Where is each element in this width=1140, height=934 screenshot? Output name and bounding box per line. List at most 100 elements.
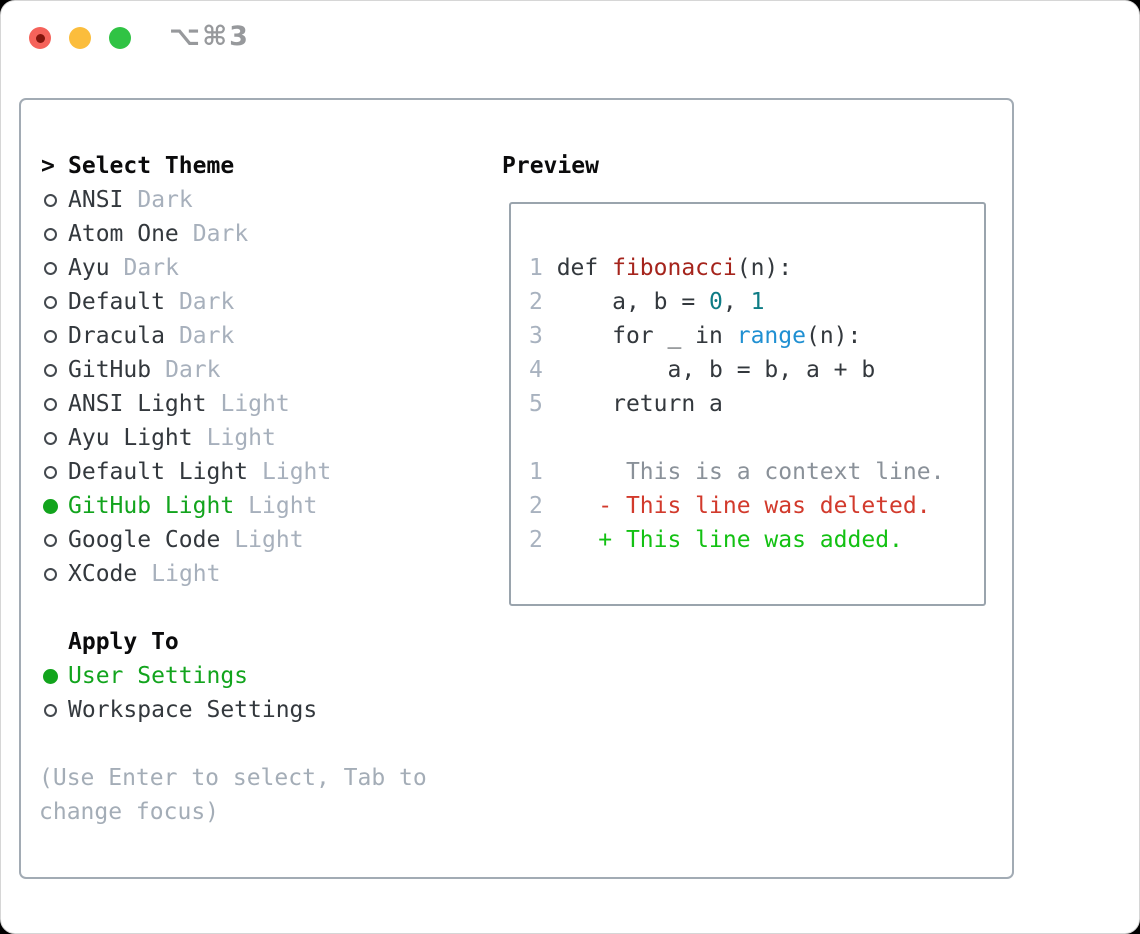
- option-apply-workspace-settings[interactable]: Workspace Settings: [39, 693, 479, 727]
- select-theme-header-row: > Select Theme: [39, 149, 479, 183]
- option-theme-github-light[interactable]: GitHub Light Light: [39, 489, 479, 523]
- circle-icon: [44, 397, 57, 411]
- circle-icon: [44, 295, 57, 309]
- option-theme-default-light[interactable]: Default Light Light: [39, 455, 479, 489]
- variant-tag: Light: [234, 527, 304, 553]
- circle-icon: [44, 533, 57, 547]
- code-segment-code: return a: [556, 391, 723, 417]
- option-label: XCode: [68, 561, 138, 587]
- line-number: 3: [529, 323, 557, 349]
- line-number: 1: [529, 255, 557, 281]
- radio-icon: [39, 227, 68, 241]
- radio-selected-icon: [39, 498, 68, 514]
- variant-tag: Light: [220, 391, 290, 417]
- circle-icon: [44, 227, 57, 241]
- option-label: ANSI: [68, 187, 124, 213]
- circle-icon: [44, 567, 57, 581]
- radio-icon: [39, 431, 68, 445]
- option-label: Google Code: [68, 527, 221, 553]
- option-label: GitHub: [68, 357, 152, 383]
- circle-icon: [44, 329, 57, 343]
- radio-icon: [39, 465, 68, 479]
- option-apply-user-settings[interactable]: User Settings: [39, 659, 479, 693]
- option-label: Dracula: [68, 323, 165, 349]
- code-segment-code: def: [556, 255, 613, 281]
- variant-tag: Light: [262, 459, 332, 485]
- option-theme-dracula[interactable]: Dracula Dark: [39, 319, 479, 353]
- option-label: Atom One: [68, 221, 179, 247]
- line-number: 1: [529, 459, 557, 485]
- variant-tag: Dark: [165, 357, 221, 383]
- option-theme-google-code[interactable]: Google Code Light: [39, 523, 479, 557]
- minimize-button[interactable]: [69, 27, 91, 49]
- variant-tag: Dark: [123, 255, 179, 281]
- option-label: GitHub Light: [68, 493, 235, 519]
- preview-line: 4 a, b = b, a + b: [529, 353, 984, 387]
- close-dot-icon: [35, 33, 45, 43]
- preview-line: 3 for _ in range(n):: [529, 319, 984, 353]
- radio-icon: [39, 533, 68, 547]
- code-segment-code: ,: [722, 289, 751, 315]
- circle-icon: [44, 363, 57, 377]
- traffic-lights: [29, 27, 131, 49]
- code-segment-func: fibonacci: [612, 255, 737, 281]
- code-segment-code: a, b = b, a + b: [556, 357, 876, 383]
- variant-tag: Dark: [178, 289, 235, 315]
- preview-line: 2 a, b = 0, 1: [529, 285, 984, 319]
- option-theme-default[interactable]: Default Dark: [39, 285, 479, 319]
- option-theme-atom-one[interactable]: Atom One Dark: [39, 217, 479, 251]
- code-segment-call: range: [736, 323, 806, 349]
- close-button[interactable]: [29, 27, 51, 49]
- radio-icon: [39, 363, 68, 377]
- apply-to-header-row: Apply To: [39, 625, 479, 659]
- code-segment-code: for _ in: [556, 323, 737, 349]
- circle-icon: [44, 703, 57, 717]
- zoom-button[interactable]: [109, 27, 131, 49]
- variant-tag: Light: [248, 493, 318, 519]
- select-theme-heading: Select Theme: [68, 153, 235, 179]
- code-segment-num: 1: [750, 289, 765, 315]
- line-number: 2: [529, 527, 557, 553]
- radio-icon: [39, 703, 68, 717]
- filled-dot-icon: [43, 668, 58, 684]
- window-title-shortcut: ⌥⌘3: [169, 21, 250, 52]
- option-label: Default Light: [68, 459, 249, 485]
- option-label: User Settings: [68, 663, 249, 689]
- option-label: Default: [68, 289, 165, 315]
- apply-to-heading: Apply To: [68, 629, 179, 655]
- radio-icon: [39, 261, 68, 275]
- variant-tag: Light: [206, 425, 276, 451]
- option-theme-ansi-light[interactable]: ANSI Light Light: [39, 387, 479, 421]
- option-theme-github[interactable]: GitHub Dark: [39, 353, 479, 387]
- line-number: 4: [529, 357, 557, 383]
- option-label: ANSI Light: [68, 391, 207, 417]
- preview-heading: Preview: [502, 153, 599, 179]
- preview-line: 1 def fibonacci(n):: [529, 251, 984, 285]
- radio-icon: [39, 295, 68, 309]
- variant-tag: Dark: [178, 323, 235, 349]
- preview-line: [529, 421, 984, 455]
- code-segment-code: (n):: [736, 255, 793, 281]
- hint-text: (Use Enter to select, Tab to change focu…: [39, 765, 427, 825]
- option-label: Workspace Settings: [68, 697, 318, 723]
- radio-icon: [39, 397, 68, 411]
- radio-selected-icon: [39, 668, 68, 684]
- preview-line: 1 This is a context line.: [529, 455, 984, 489]
- radio-icon: [39, 329, 68, 343]
- variant-tag: Dark: [192, 221, 249, 247]
- preview-line: 5 return a: [529, 387, 984, 421]
- line-number: 5: [529, 391, 557, 417]
- code-segment-code: a, b =: [556, 289, 710, 315]
- preview-line: 2 - This line was deleted.: [529, 489, 984, 523]
